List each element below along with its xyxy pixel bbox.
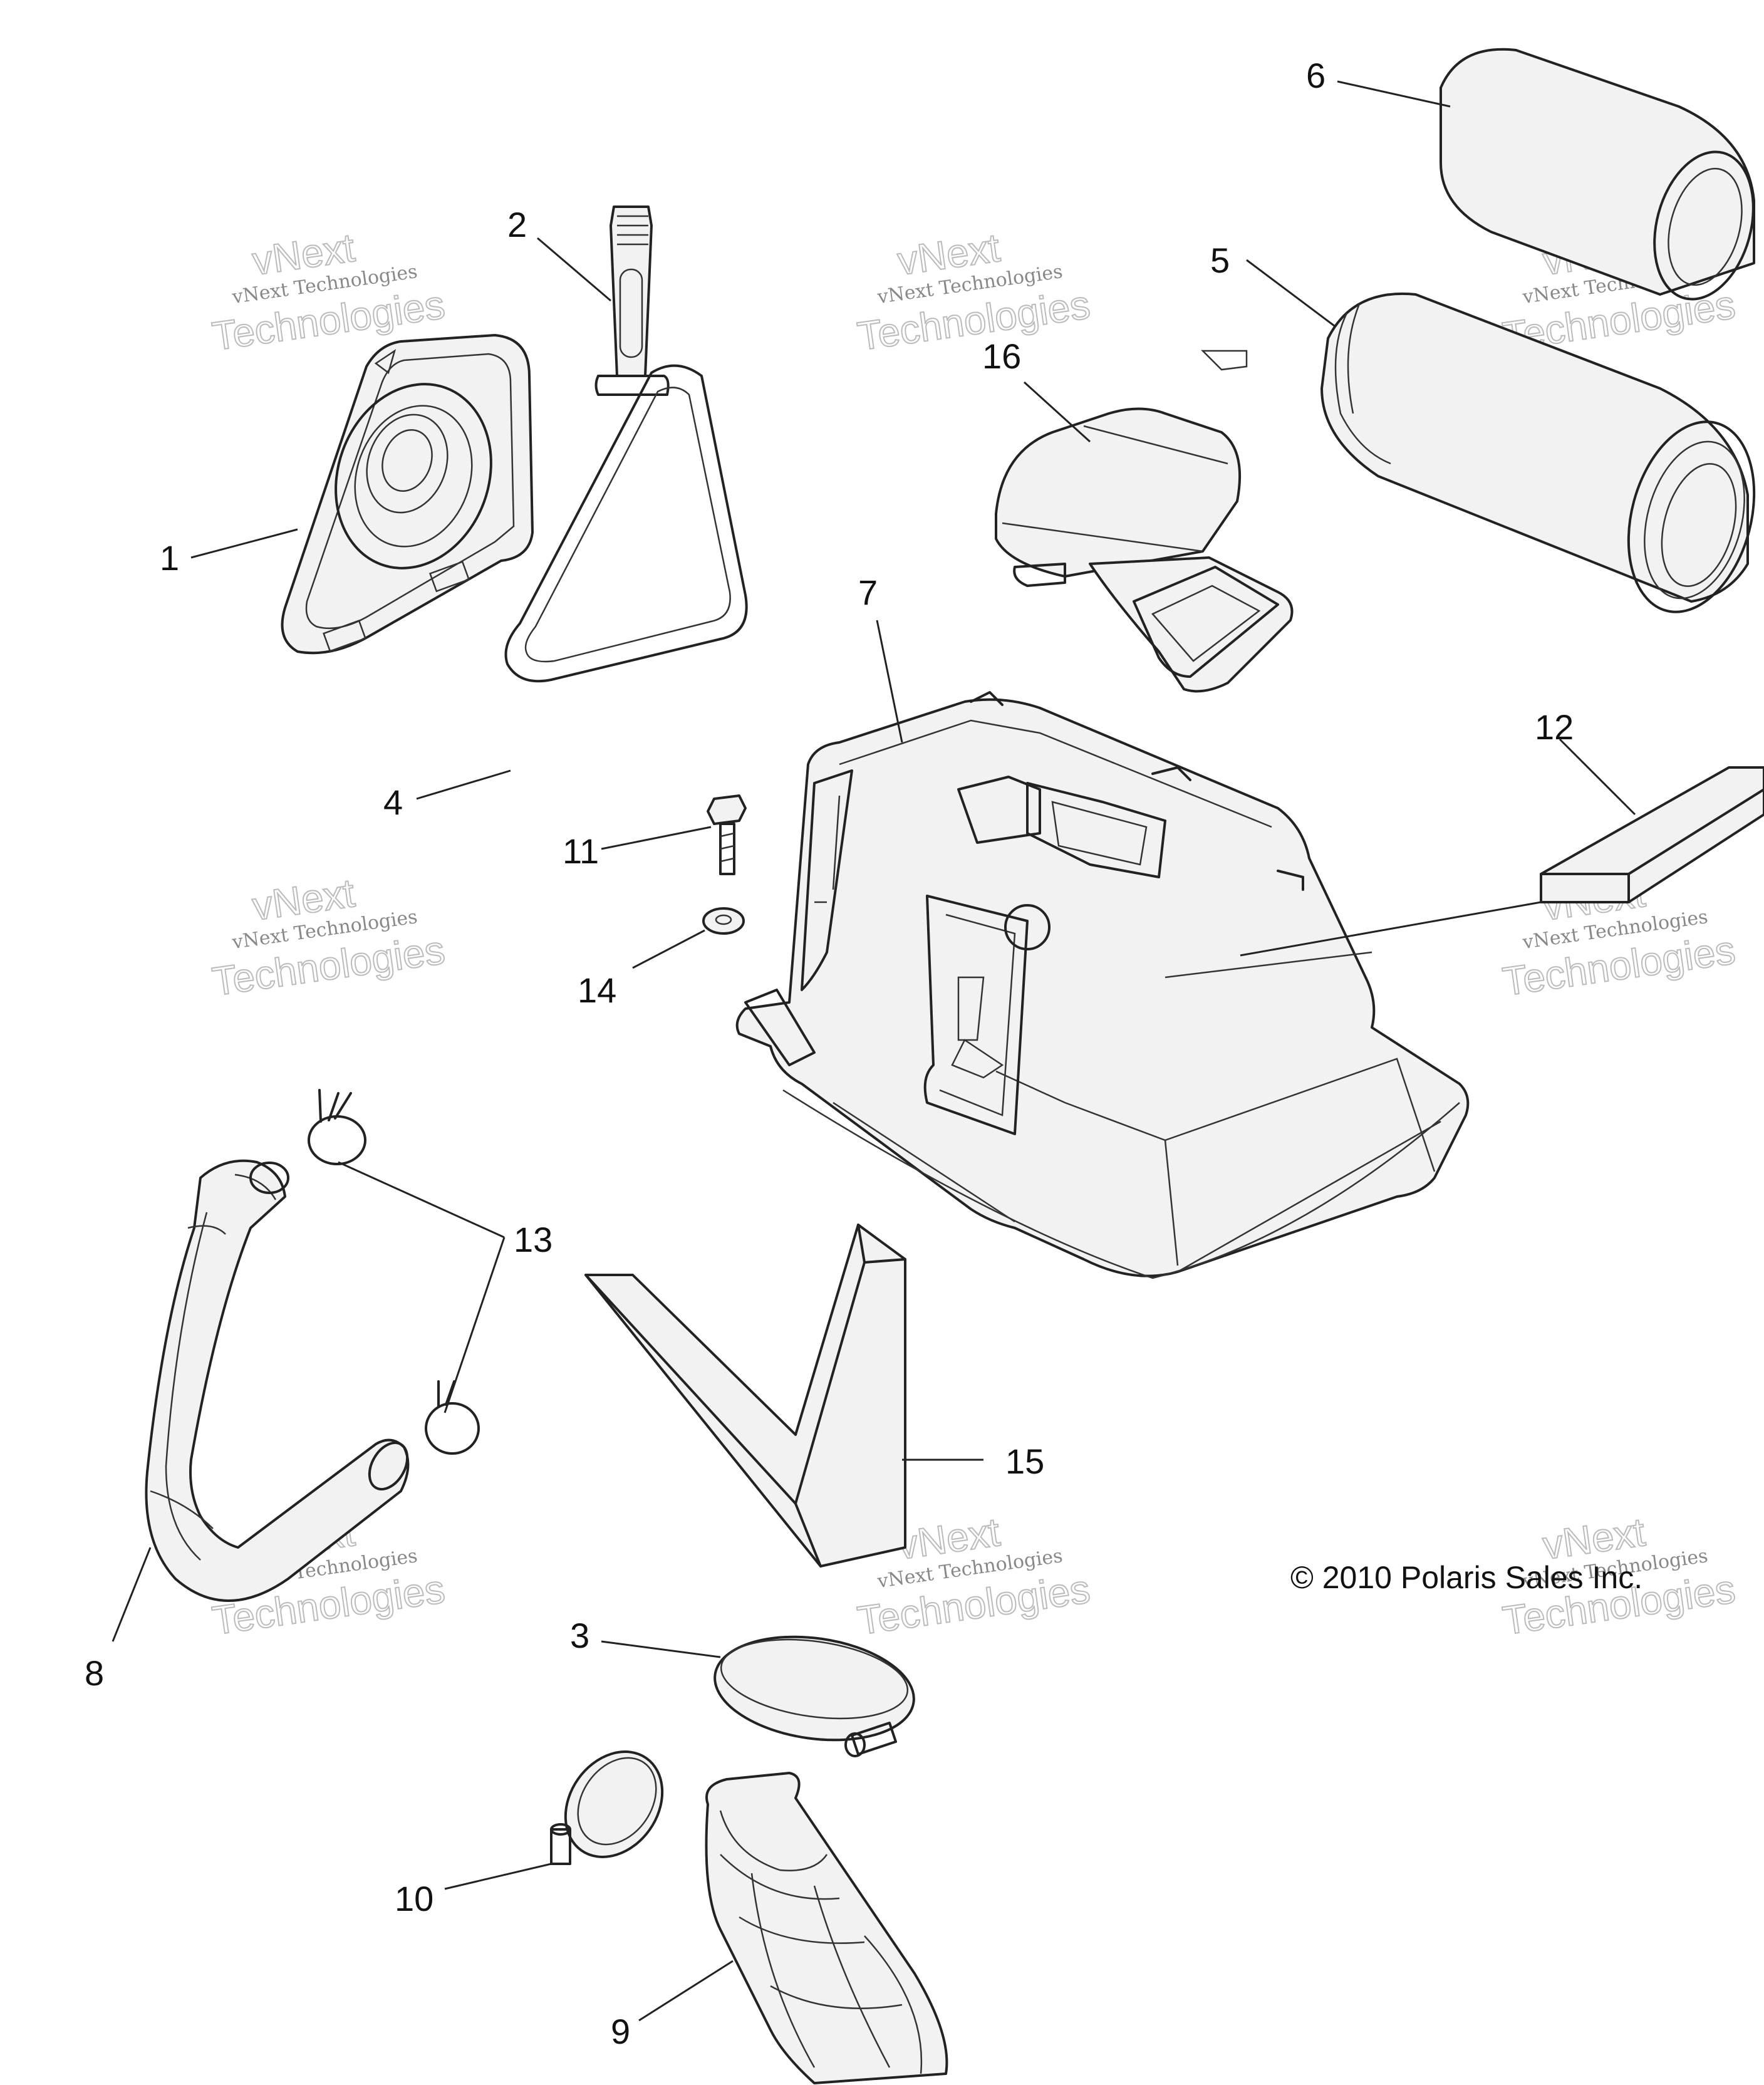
part-13-hose-clamp-lower[interactable]	[425, 1380, 480, 1455]
leader-lines	[112, 80, 1636, 2022]
part-6-precleaner[interactable]	[1440, 48, 1764, 311]
part-4-seal[interactable]	[504, 364, 748, 683]
part-11-bolt[interactable]	[707, 794, 747, 875]
part-3-hose-clamp[interactable]	[708, 1625, 920, 1757]
part-16-intake-duct[interactable]	[995, 350, 1294, 693]
callout-5: 5	[1210, 241, 1230, 280]
callout-12: 12	[1535, 707, 1574, 747]
callout-4: 4	[383, 783, 403, 822]
watermark: vNext vNext Technologies Technologies	[209, 870, 448, 1005]
part-1-airbox-cover[interactable]	[281, 334, 534, 655]
callout-8: 8	[85, 1653, 104, 1693]
callout-2: 2	[507, 205, 527, 244]
callout-13: 13	[514, 1220, 553, 1259]
part-13-hose-clamp-upper[interactable]	[308, 1089, 366, 1165]
watermark: vNext vNext Technologies Technologies	[854, 224, 1093, 360]
part-12-foam-block[interactable]	[1540, 766, 1764, 903]
callout-7: 7	[858, 573, 878, 612]
callout-11: 11	[563, 831, 599, 871]
copyright-notice: © 2010 Polaris Sales Inc.	[1290, 1560, 1642, 1595]
callout-3: 3	[570, 1616, 589, 1655]
part-15-foam-angle[interactable]	[584, 1224, 906, 1568]
part-2-strap[interactable]	[594, 205, 670, 396]
callout-16: 16	[982, 336, 1021, 376]
callout-labels: 1 2 3 4 5 6 7 8 9 10 11 12 13 14 15 16	[85, 56, 1574, 2051]
callout-6: 6	[1306, 56, 1326, 95]
part-10-clamp[interactable]	[546, 1733, 682, 1876]
part-9-intake-boot[interactable]	[705, 1772, 948, 2084]
part-8-breather-hose[interactable]	[145, 1159, 415, 1602]
callout-1: 1	[160, 538, 179, 578]
callout-9: 9	[611, 2012, 630, 2051]
callout-10: 10	[395, 1879, 433, 1918]
watermark: vNext vNext Technologies Technologies	[209, 224, 448, 360]
part-14-washer[interactable]	[702, 907, 745, 935]
part-5-air-filter[interactable]	[1320, 292, 1764, 626]
part-7-airbox-housing[interactable]	[735, 691, 1470, 1279]
callout-15: 15	[1005, 1442, 1044, 1481]
callout-14: 14	[578, 970, 616, 1010]
